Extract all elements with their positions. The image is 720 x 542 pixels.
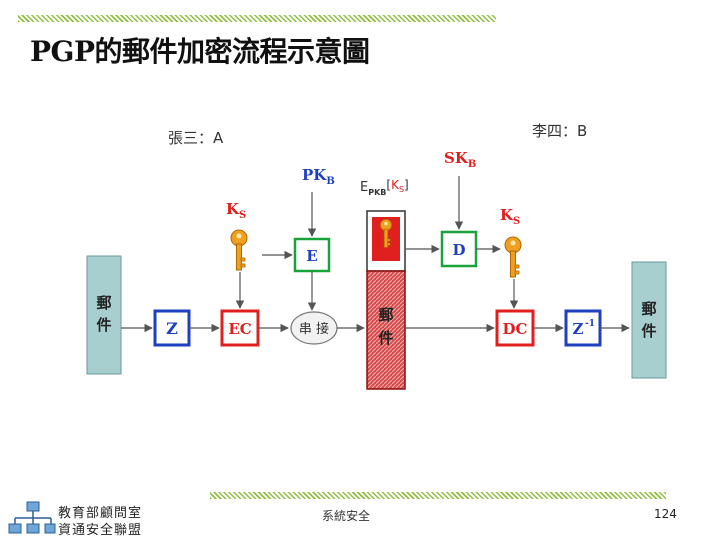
encrypt-ec-label: EC [228, 320, 251, 338]
encrypt-e-box [293, 237, 331, 273]
compress-z-label: Z [166, 319, 178, 338]
decrypt-dc-box [495, 309, 535, 347]
footer-org-line1: 教育部顧問室 [58, 506, 143, 521]
sender-label: 張三：A [168, 129, 224, 147]
source-mail-block [86, 255, 122, 375]
receiver-label: 李四：B [532, 122, 587, 140]
transmitted-mail-char1: 郵 [378, 306, 393, 324]
decrypt-dc-label: DC [503, 320, 528, 338]
dest-mail-block [631, 261, 667, 379]
dest-mail-char2: 件 [641, 322, 656, 340]
encrypt-e-label: E [306, 247, 317, 265]
slide-title: PGP的郵件加密流程示意圖 [30, 35, 370, 68]
decompress-zinv-box [564, 309, 602, 347]
decompress-zinv-label: Z [573, 320, 584, 338]
header-hatch-bar [18, 15, 496, 22]
decompress-zinv-sup: -1 [585, 319, 595, 329]
pkb-label: PKB [302, 166, 335, 187]
footer-org-logo: 教育部顧問室 資通安全聯盟 [8, 500, 158, 538]
skb-label: SKB [444, 149, 476, 170]
concat-label: 串 接 [299, 321, 329, 337]
page-number: 124 [654, 507, 677, 521]
network-icon [8, 501, 56, 534]
footer-hatch-bar [210, 492, 666, 499]
decrypt-d-label: D [452, 241, 465, 259]
transmitted-mail-char2: 件 [378, 329, 393, 347]
ks-sender-label: KS [226, 200, 246, 221]
ks-receiver-label: KS [500, 206, 520, 227]
dest-mail-char1: 郵 [641, 300, 656, 318]
footer-course-title: 系統安全 [322, 509, 371, 523]
session-key-receiver-icon [504, 236, 522, 278]
compress-z-box [153, 309, 191, 347]
session-key-sender-icon [230, 229, 248, 271]
footer-org-line2: 資通安全聯盟 [58, 523, 143, 538]
epkb-ks-label: EPKB[KS] [360, 178, 409, 197]
source-mail-char1: 郵 [96, 294, 111, 312]
transmitted-mail-block [366, 270, 406, 390]
source-mail-char2: 件 [96, 316, 111, 334]
